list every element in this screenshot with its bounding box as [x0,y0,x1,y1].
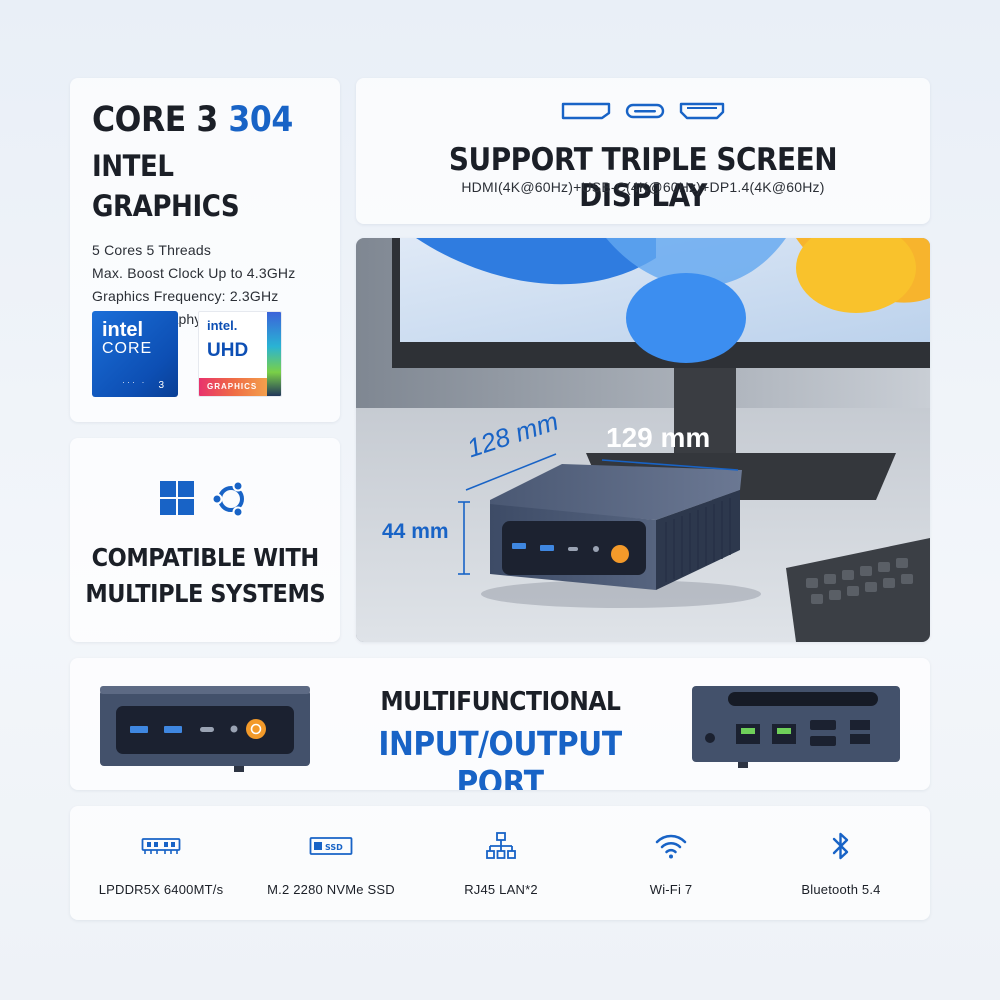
spec-line: Graphics Frequency: 2.3GHz [92,288,279,304]
io-card: MULTIFUNCTIONAL INPUT/OUTPUT PORT [70,658,930,790]
rear-panel-illustration [692,686,900,768]
spec-line: 5 Cores 5 Threads [92,242,212,258]
display-title: SUPPORT TRIPLE SCREEN DISPLAY [356,142,930,214]
io-title-line2-text: INPUT/OUTPUT PORT [378,724,622,790]
io-title-line1-text: MULTIFUNCTIONAL [379,687,621,717]
product-photo: 128 mm 129 mm 44 mm [356,238,930,642]
display-card: SUPPORT TRIPLE SCREEN DISPLAY HDMI(4K@60… [356,78,930,224]
feature-label: Wi-Fi 7 [649,882,693,897]
features-card: LPDDR5X 6400MT/s SSD M.2 2280 NVMe SSD R… [70,806,930,920]
feature-bluetooth: Bluetooth 5.4 [756,826,926,897]
bluetooth-icon [832,832,849,860]
feature-ssd: SSD M.2 2280 NVMe SSD [246,826,416,897]
wifi-icon [655,834,687,859]
usb-c-icon [625,103,665,119]
os-card: COMPATIBLE WITH MULTIPLE SYSTEMS [70,438,340,642]
os-title-line1: COMPATIBLE WITH [91,543,319,572]
feature-label: RJ45 LAN*2 [464,882,538,897]
display-port-icons [356,102,930,120]
badge-core-tier: 3 [158,380,164,391]
hdmi-icon [679,102,725,120]
cpu-title-prefix: CORE 3 [92,100,218,140]
feature-label: LPDDR5X 6400MT/s [98,882,224,897]
dimension-width-label: 129 mm [606,422,711,453]
windows-icon [160,481,194,515]
intel-core-badge: intel CORE ··· · 3 [92,311,178,397]
ubuntu-icon [211,480,244,518]
feature-label: Bluetooth 5.4 [801,882,881,897]
io-title-line2: INPUT/OUTPUT PORT [354,724,646,790]
displayport-icon [561,102,611,120]
os-title-line2: MULTIPLE SYSTEMS [85,579,325,608]
cpu-subtitle: INTEL GRAPHICS [92,146,318,227]
cpu-model: 304 [228,100,293,140]
intel-uhd-badge: intel. UHD GRAPHICS [198,311,282,397]
intel-badges: intel CORE ··· · 3 intel. UHD GRAPHICS [92,311,282,397]
badge-uhd-gradient-bar [267,312,281,396]
spec-line: Max. Boost Clock Up to 4.3GHz [92,265,296,281]
io-title-line1: MULTIFUNCTIONAL [354,686,646,717]
badge-uhd-strip: GRAPHICS [199,378,269,396]
badge-core-line: CORE [102,340,153,357]
dimension-height-label: 44 mm [382,520,449,543]
os-icons [70,480,340,518]
cpu-subtitle-text: INTEL GRAPHICS [92,149,240,223]
badge-dots-decor: ··· · [122,377,147,387]
memory-icon [141,838,181,854]
badge-core-brand: intel [102,319,144,341]
feature-lan: RJ45 LAN*2 [416,826,586,897]
front-panel-illustration [100,686,310,772]
cpu-card: CORE 3 304 INTEL GRAPHICS 5 Cores 5 Thre… [70,78,340,422]
product-scene-illustration [356,238,930,642]
svg-text:SSD: SSD [325,843,343,852]
badge-uhd-name: UHD [207,340,249,361]
cpu-title: CORE 3 304 [92,98,318,142]
feature-label: M.2 2280 NVMe SSD [267,882,395,897]
badge-uhd-brand: intel. [207,318,238,333]
os-title: COMPATIBLE WITH MULTIPLE SYSTEMS [70,540,340,612]
display-title-text: SUPPORT TRIPLE SCREEN DISPLAY [448,142,838,214]
display-subtitle: HDMI(4K@60Hz)+USB-C(4K@60Hz)+DP1.4(4K@60… [461,179,825,195]
ssd-icon: SSD [309,837,353,855]
feature-memory: LPDDR5X 6400MT/s [76,826,246,897]
network-icon [486,832,516,859]
feature-wifi: Wi-Fi 7 [586,826,756,897]
